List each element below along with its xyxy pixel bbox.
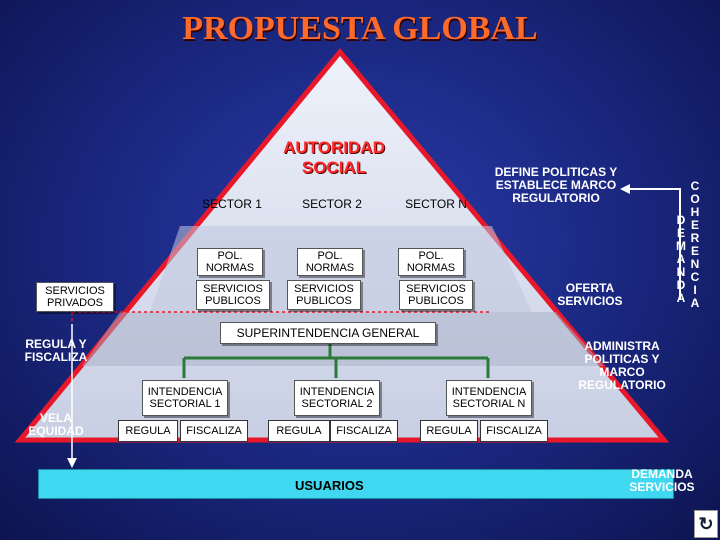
- vertical-letter: D: [676, 213, 686, 227]
- regula-box-n: REGULA: [420, 420, 478, 442]
- vertical-letter: E: [690, 218, 699, 232]
- pol-normas-box-1: POL. NORMAS: [197, 248, 263, 276]
- vertical-letter: O: [690, 192, 700, 206]
- servicios-privados-box: SERVICIOS PRIVADOS: [36, 282, 114, 312]
- vertical-letter: E: [690, 244, 699, 258]
- superintendencia-box: SUPERINTENDENCIA GENERAL: [220, 322, 436, 344]
- app-logo-icon: ↻: [694, 510, 718, 538]
- vertical-letter: C: [690, 270, 700, 284]
- usuarios-label: USUARIOS: [295, 478, 364, 493]
- regula-fiscaliza-label: REGULA Y FISCALIZA: [24, 337, 88, 364]
- vertical-letter: A: [676, 291, 686, 305]
- vertical-letter: I: [693, 283, 697, 297]
- define-arrow: [626, 188, 681, 190]
- demanda-servicios-label: DEMANDA SERVICIOS: [629, 467, 695, 494]
- sector-1-label: SECTOR 1: [202, 197, 262, 211]
- vertical-letter: E: [676, 226, 685, 240]
- servicios-publicos-box-n: SERVICIOS PUBLICOS: [399, 280, 473, 310]
- vertical-letter: M: [676, 239, 686, 253]
- page-title: PROPUESTA GLOBAL: [182, 10, 538, 47]
- vertical-letter: N: [676, 265, 686, 279]
- servicios-publicos-box-1: SERVICIOS PUBLICOS: [196, 280, 270, 310]
- sector-n-label: SECTOR N: [405, 197, 467, 211]
- oferta-servicios-label: OFERTA SERVICIOS: [557, 281, 623, 308]
- vertical-letter: R: [690, 231, 700, 245]
- intendencia-box-n: INTENDENCIA SECTORIAL N: [446, 380, 532, 416]
- authority-label: AUTORIDAD SOCIAL: [283, 138, 385, 177]
- fiscaliza-box-n: FISCALIZA: [480, 420, 548, 442]
- vertical-letter: N: [690, 257, 700, 271]
- pol-normas-box-n: POL. NORMAS: [398, 248, 464, 276]
- vertical-letter: C: [690, 179, 700, 193]
- vertical-letter: A: [676, 252, 686, 266]
- intendencia-box-1: INTENDENCIA SECTORIAL 1: [142, 380, 228, 416]
- vela-equidad-label: VELA EQUIDAD: [28, 411, 84, 438]
- sector-2-label: SECTOR 2: [302, 197, 362, 211]
- vertical-letter: A: [690, 296, 700, 310]
- vertical-letter: H: [690, 205, 700, 219]
- intendencia-box-2: INTENDENCIA SECTORIAL 2: [294, 380, 380, 416]
- define-politicas-label: DEFINE POLITICAS Y ESTABLECE MARCO REGUL…: [494, 165, 618, 205]
- administra-label: ADMINISTRA POLITICAS Y MARCO REGULATORIO: [578, 339, 666, 392]
- regula-box-2: REGULA: [268, 420, 330, 442]
- servicios-publicos-box-2: SERVICIOS PUBLICOS: [287, 280, 361, 310]
- usuarios-bar: USUARIOS: [38, 469, 674, 499]
- pol-normas-box-2: POL. NORMAS: [297, 248, 363, 276]
- regula-box-1: REGULA: [118, 420, 178, 442]
- fiscaliza-box-2: FISCALIZA: [330, 420, 398, 442]
- fiscaliza-box-1: FISCALIZA: [180, 420, 248, 442]
- vertical-letter: D: [676, 278, 686, 292]
